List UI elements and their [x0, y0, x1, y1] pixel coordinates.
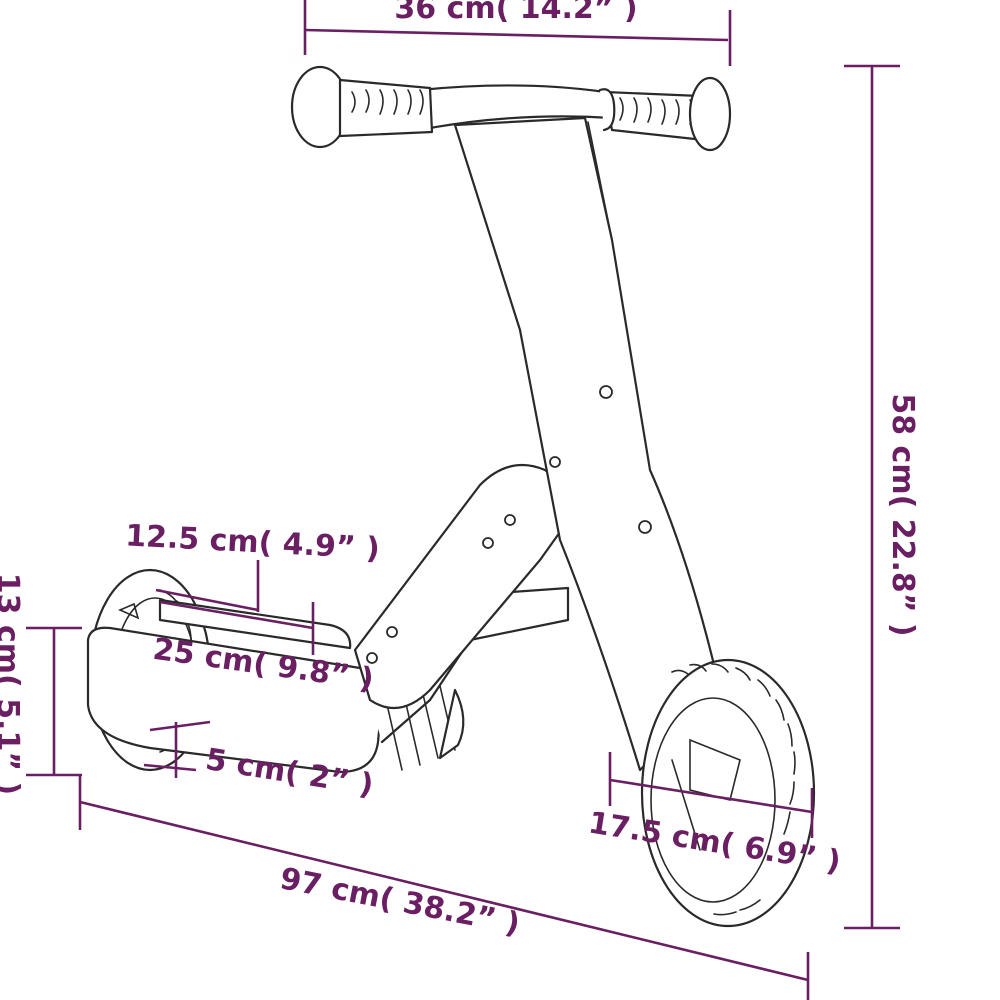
right-grip-cap	[688, 76, 732, 152]
seat-height-label: 13 cm( 5.1” )	[0, 573, 25, 795]
handlebar-width-label: 36 cm( 14.2” )	[394, 0, 637, 26]
front-wheel-diameter-line	[609, 778, 813, 814]
steering-column	[453, 116, 722, 772]
total-length-label: 97 cm( 38.2” )	[277, 861, 522, 942]
seat	[158, 598, 352, 650]
left-grip	[338, 78, 434, 138]
seat-width-label: 12.5 cm( 4.9” )	[124, 518, 380, 566]
balance-bike-drawing	[86, 65, 816, 928]
rear-wheel-width-line-bottom	[143, 763, 197, 772]
front-wheel	[640, 658, 816, 928]
rear-wheel-width-line-top	[149, 720, 211, 732]
seat-arm	[353, 463, 568, 710]
handlebar	[290, 65, 732, 152]
total-length-line	[79, 800, 809, 982]
seat-length-line	[159, 600, 314, 630]
handlebar-width-line	[304, 28, 729, 42]
seat-width-line	[155, 588, 259, 612]
total-height-label: 58 cm( 22.8” )	[885, 393, 920, 636]
dimension-lines	[26, 0, 900, 1000]
